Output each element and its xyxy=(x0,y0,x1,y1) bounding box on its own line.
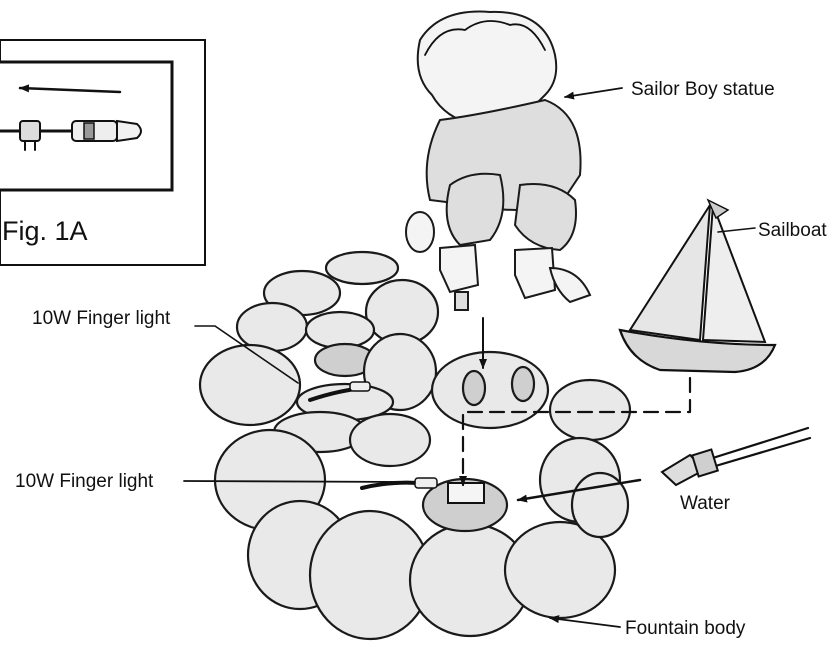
sailor-boy-statue xyxy=(406,12,590,310)
inset-caption: Fig. 1A xyxy=(2,216,88,246)
label-fountain-body: Fountain body xyxy=(625,618,746,639)
inset-fig-1a: Fig. 1A xyxy=(0,40,205,265)
fountain-body xyxy=(200,252,630,639)
sailboat xyxy=(620,200,775,372)
fountain-body-leader xyxy=(550,618,620,627)
label-sailboat: Sailboat xyxy=(758,220,827,241)
water-hose xyxy=(662,428,810,485)
label-finger-light-bottom: 10W Finger light xyxy=(15,471,154,492)
label-water: Water xyxy=(680,493,731,514)
sailor-boy-leader xyxy=(565,88,622,97)
label-sailor-boy-statue: Sailor Boy statue xyxy=(631,79,775,100)
label-finger-light-top: 10W Finger light xyxy=(32,308,171,329)
finger-light-bottom-leader xyxy=(184,481,415,482)
